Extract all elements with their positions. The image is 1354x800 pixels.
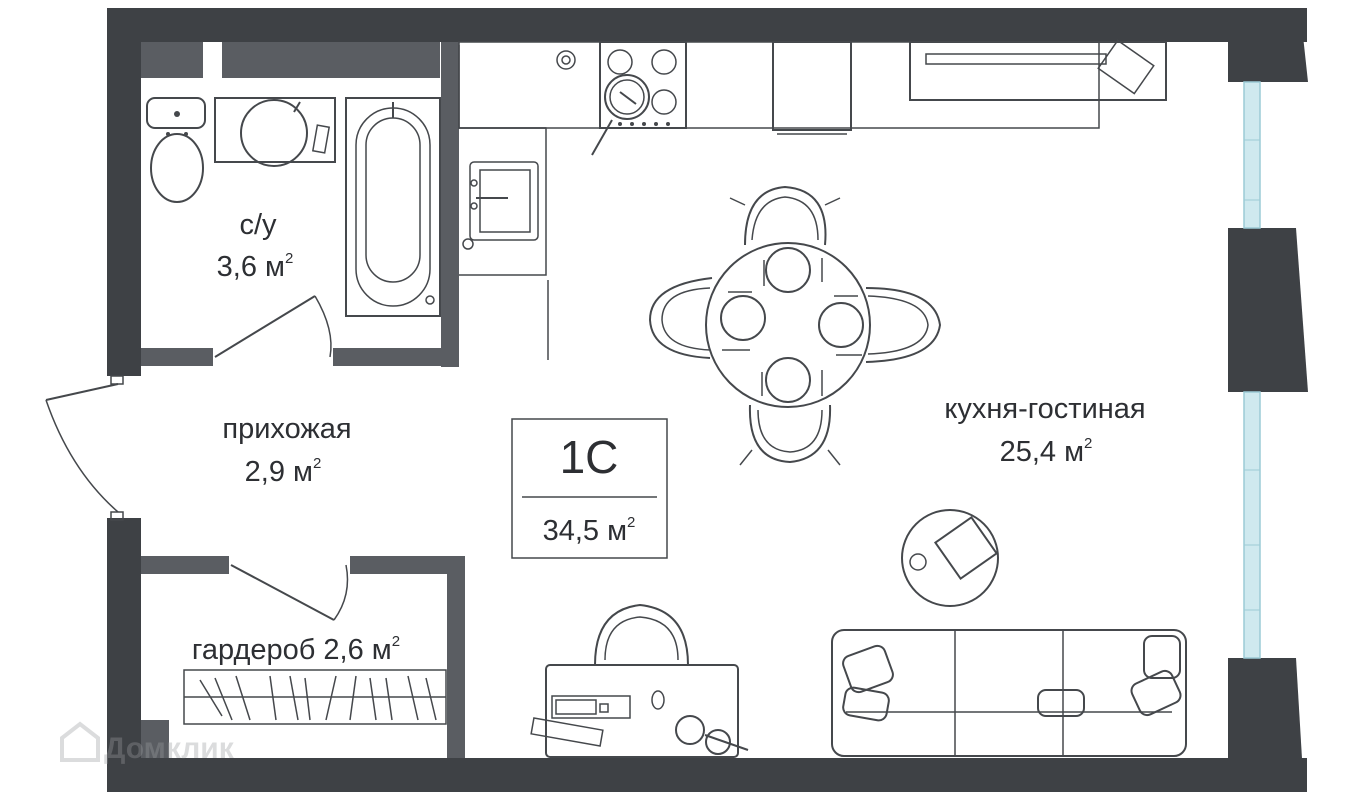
door-icon — [45, 295, 349, 621]
dining-table-icon — [705, 242, 871, 408]
apartment-summary: 1С 34,5 м2 — [511, 418, 668, 559]
tv-stand-icon — [909, 39, 1167, 101]
kitchen-living-name: кухня-гостиная — [944, 393, 1145, 425]
sink-icon — [214, 97, 336, 167]
fridge-icon — [772, 41, 852, 135]
bathroom-area: 3,6 м2 — [217, 250, 294, 283]
room-labels: с/у 3,6 м2 прихожая 2,9 м2 гардероб 2,6 … — [192, 209, 1146, 666]
kitchen-living-area: 25,4 м2 — [1000, 435, 1093, 468]
armchair-icon — [901, 509, 999, 607]
chair-icon — [648, 185, 942, 466]
bathtub-icon — [345, 97, 441, 317]
house-logo-icon — [60, 721, 100, 762]
partitions — [141, 42, 465, 758]
kitchen-counter — [458, 41, 1100, 360]
total-area: 34,5 м2 — [543, 514, 636, 547]
window-icon — [1243, 81, 1261, 659]
watermark-text: Домклик — [104, 732, 235, 765]
hallway-area: 2,9 м2 — [245, 455, 322, 488]
watermark: Домклик — [60, 721, 235, 765]
apartment-type: 1С — [560, 431, 619, 483]
wardrobe-label: гардероб 2,6 м2 — [192, 633, 400, 666]
desk-icon — [530, 603, 749, 758]
outer-walls — [107, 8, 1308, 792]
hallway-name: прихожая — [222, 413, 351, 445]
wardrobe-rack — [183, 669, 447, 725]
stove-icon — [591, 41, 687, 156]
toilet-icon — [146, 97, 206, 203]
bathroom-name: с/у — [239, 209, 277, 241]
sofa-icon — [831, 629, 1187, 757]
